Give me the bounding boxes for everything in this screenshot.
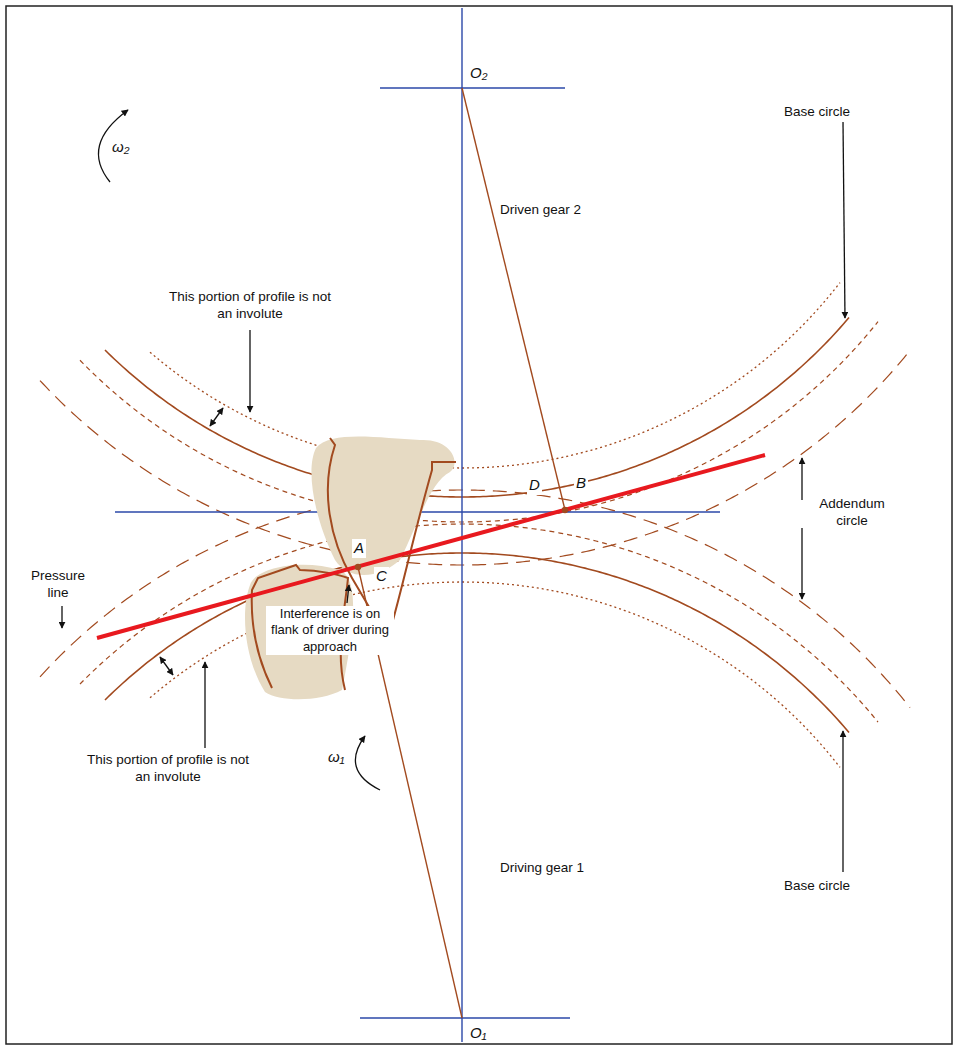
gear-name: Driving gear 1 (498, 860, 586, 877)
dimension-arrow (160, 657, 173, 675)
callout-label-holder: Base circle (782, 876, 852, 895)
callout-label: Base circle (782, 878, 852, 895)
leader-arrow (842, 731, 843, 872)
callout-note: Interference is on flank of driver durin… (266, 606, 394, 655)
center-label: O₁ (468, 1024, 488, 1043)
pressure-line (97, 455, 765, 638)
center-label-holder: O₁ (468, 1024, 488, 1043)
leader-arrow (843, 122, 845, 318)
frame (6, 6, 952, 1044)
callout-label: Pressure line (23, 568, 93, 602)
point-label: C (374, 567, 389, 586)
point-label: B (574, 474, 588, 493)
callout-note: This portion of profile is not an involu… (80, 752, 256, 786)
speed-symbol-holder: ω₁ (326, 748, 346, 767)
callout-note: This portion of profile is not an involu… (162, 289, 338, 323)
speed-symbol-holder: ω₂ (110, 138, 131, 157)
callout-label-holder: Pressure line (23, 568, 93, 602)
callout-note-holder: Interference is on flank of driver durin… (266, 606, 394, 655)
point-label-holder: D (527, 476, 542, 495)
callout-label: Base circle (782, 104, 852, 121)
leader-arrow (249, 330, 250, 412)
radius-line (462, 88, 565, 510)
callout-note-holder: This portion of profile is not an involu… (162, 289, 338, 323)
center-label-holder: O₂ (468, 64, 489, 83)
callout-label-holder: Base circle (782, 102, 852, 121)
gear-name: Driven gear 2 (498, 202, 583, 219)
gear-name-holder: Driven gear 2 (498, 200, 583, 219)
center-label: O₂ (468, 64, 489, 83)
rotation-arrow (355, 736, 380, 790)
gear-name-holder: Driving gear 1 (498, 858, 586, 877)
callout-label-holder: Addendum circle (810, 496, 894, 530)
driven-tooth-region (311, 437, 454, 576)
pitch-circle (80, 322, 878, 522)
root-circle (150, 283, 840, 468)
point-label: A (352, 539, 366, 558)
point-label-holder: C (374, 567, 389, 586)
addendum-circle (40, 490, 910, 708)
leader-arrow (204, 662, 205, 748)
point-label: D (527, 476, 542, 495)
base-circle (105, 318, 849, 497)
center-mark (360, 1017, 570, 1018)
dimension-arrow (210, 408, 223, 426)
speed-symbol: ω₂ (110, 138, 131, 157)
leader-arrow (801, 458, 802, 500)
callout-label: Addendum circle (810, 496, 894, 530)
speed-symbol: ω₁ (326, 748, 346, 767)
leader-arrow (347, 585, 349, 603)
callout-note-holder: This portion of profile is not an involu… (80, 752, 256, 786)
point-label-holder: A (352, 539, 366, 558)
point-label-holder: B (574, 474, 588, 493)
gear-circles (40, 283, 910, 768)
center-mark (380, 87, 565, 88)
leader-arrow (61, 606, 62, 628)
center-line (461, 8, 462, 1042)
contact-point (562, 507, 568, 513)
base-circle (105, 553, 849, 732)
leader-arrow (801, 528, 802, 599)
contact-point (355, 564, 361, 570)
